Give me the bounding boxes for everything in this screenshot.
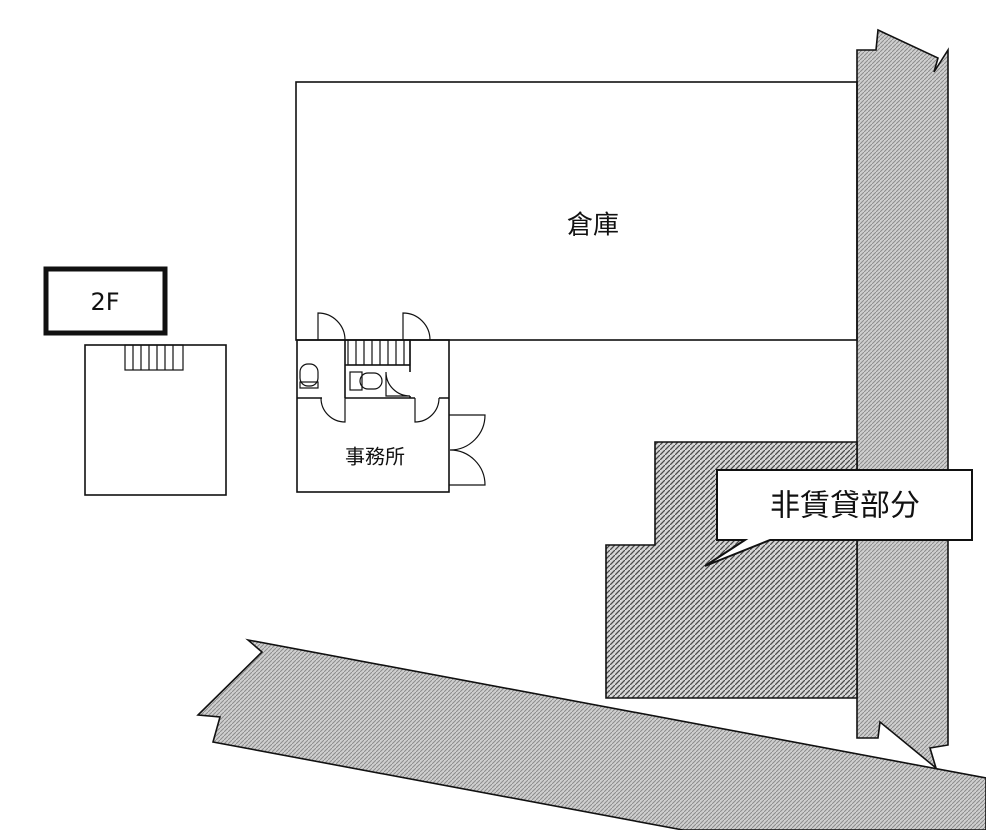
- warehouse-door-left: [317, 312, 346, 341]
- bottom-boundary-strip: [196, 638, 986, 830]
- toilet-left-door: [320, 397, 346, 423]
- callout-label: 非賃貸部分: [770, 489, 920, 524]
- office-inner-door: [414, 397, 440, 423]
- warehouse-door-right: [402, 312, 431, 341]
- toilet-middle: [349, 371, 383, 391]
- second-floor: 2F: [43, 266, 227, 496]
- office-stairs: [347, 339, 411, 366]
- second-floor-outline: [84, 344, 227, 496]
- office-double-door: [449, 414, 486, 486]
- office: 事務所: [296, 339, 486, 493]
- right-boundary-strip: [856, 28, 949, 771]
- callout-bubble: [704, 469, 973, 567]
- warehouse-outline: [295, 81, 858, 341]
- floor-label: 2F: [90, 288, 119, 316]
- toilet-left: [299, 363, 319, 389]
- second-floor-stairs: [124, 344, 184, 371]
- non-rental-callout: 非賃貸部分: [704, 469, 973, 567]
- warehouse: 倉庫: [295, 81, 858, 341]
- toilet-middle-door: [385, 371, 411, 397]
- floor-label-box: [43, 266, 168, 336]
- office-label: 事務所: [345, 445, 405, 469]
- warehouse-label: 倉庫: [567, 211, 619, 241]
- office-outline: [296, 339, 450, 493]
